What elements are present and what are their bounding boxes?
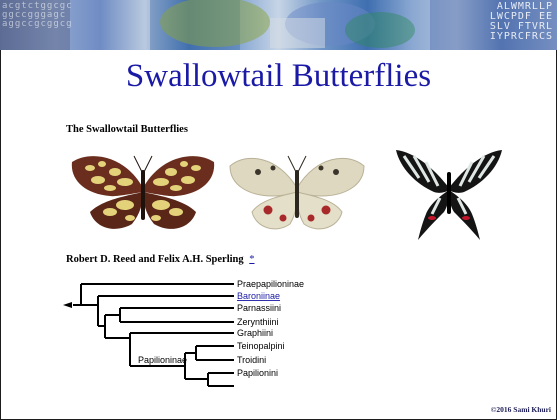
butterfly-image-apollo <box>228 152 366 234</box>
root-arrow-icon <box>63 302 72 308</box>
banner-sequence-text: acgtctggcgc ggccgggagc aggccgcggcg <box>2 2 73 29</box>
taxon-label: Praepapilioninae <box>237 279 304 289</box>
taxon-label: Parnassiini <box>237 303 281 313</box>
authors-line: Robert D. Reed and Felix A.H. Sperling * <box>66 254 255 265</box>
authors-text: Robert D. Reed and Felix A.H. Sperling <box>66 254 244 265</box>
taxon-link-baroniinae[interactable]: Baroniinae <box>237 291 280 301</box>
header-banner: acgtctggcgc ggccgggagc aggccgcggcg ALWMR… <box>0 0 557 50</box>
banner-texture <box>0 0 557 50</box>
taxon-label: Troidini <box>237 355 266 365</box>
phylogenetic-tree: Praepapilioninae † Baroniinae Parnassiin… <box>60 276 320 398</box>
butterfly-image-brown <box>70 150 216 236</box>
internal-node-label: Papilioninae <box>138 355 187 365</box>
taxon-label: Zerynthiini <box>237 317 279 327</box>
butterfly-image-kite <box>374 148 524 242</box>
banner-protein-text: ALWMRLLP LWCPDF EE SLV FTVRL IYPRCFRCS <box>490 2 553 42</box>
taxon-label: Graphiini <box>237 328 273 338</box>
taxon-label: Papilionini <box>237 368 278 378</box>
copyright-notice: ©2016 Sami Khuri <box>491 405 551 414</box>
slide-subtitle: The Swallowtail Butterflies <box>66 124 188 135</box>
authors-footnote-link[interactable]: * <box>249 254 254 265</box>
taxon-label: Teinopalpini <box>237 341 285 351</box>
slide-title: Swallowtail Butterflies <box>0 58 557 95</box>
tree-branches <box>73 284 234 386</box>
